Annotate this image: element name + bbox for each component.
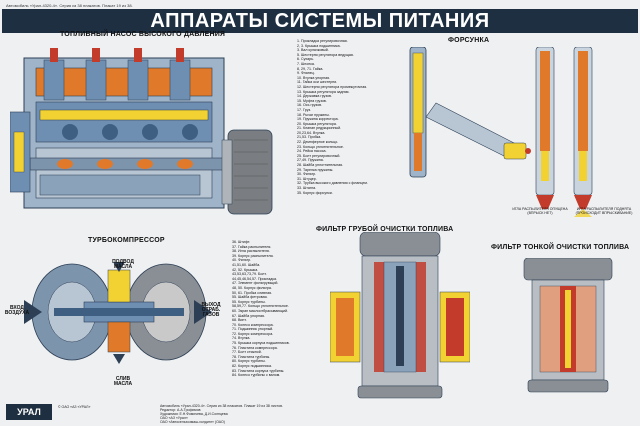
legend-item: 1. Прокладка регулировочная. [297,39,348,43]
legend-item: 20,23,64. Втулка. [297,130,326,135]
legend-item: 60. Экран маслоотбрасывающий. [232,308,289,313]
legend-bottom: 36. Штифт.37. Гайка распылителя.38. Игла… [232,240,290,378]
legend-item: Автомобиль «Урал-4320-4». Серия из 38 пл… [160,404,283,408]
legend-item: 28. Шайба уплотнительная. [297,163,344,168]
legend-item: 55. Шайба фетровая. [232,295,268,300]
fine-filter-illustration [523,258,613,393]
section-title-pump: ТОПЛИВНЫЙ НАСОС ВЫСОКОГО ДАВЛЕНИЯ [60,31,226,38]
header-note: Автомобиль «Урал-4320-4». Серия из 38 пл… [6,3,133,8]
legend-item: 78. Пластина турбины. [232,354,271,359]
legend-item: 47. Элемент фильтрующий. [232,281,279,286]
legend-item: 42, 52. Крышка. [232,267,259,272]
legend-item: 17. Груз. [297,107,312,112]
injector-caption-left: ИГЛА РАСПЫЛИТЕЛЯ ОПУЩЕНА (ВПРЫСК НЕТ) [512,207,568,215]
legend-item: 77. Болт стяжной. [232,350,262,355]
fuel-pump-illustration [10,48,273,215]
legend-item: 15. Муфта грузов. [297,98,327,103]
legend-item: 5. Шестерня регулятора ведущая. [297,52,354,57]
title-banner [2,9,638,33]
legend-item: 82. Корпус подшипника. [232,364,273,369]
legend-item: 25. Болт регулировочный. [297,153,341,158]
legend-item: 68. Винт. [232,318,247,323]
legend-item: 21,53. Пробка. [297,135,322,140]
legend-item: 67. Шайба упорная. [232,313,265,318]
legend-item: 18. Рычаг пружины. [297,112,330,117]
legend-item: 39. Корпус распылителя. [232,253,274,258]
legend-item: 19. Пружина корректора. [297,117,339,122]
legend-item: 74. Втулка. [232,336,251,341]
legend-item: 29. Тарелка пружины. [297,167,334,172]
legend-item: Художники: Е.Н.Фомичева, Д.И.Солнцева [160,412,228,416]
poster-title: АППАРАТЫ СИСТЕМЫ ПИТАНИЯ [150,10,490,32]
legend-item: 55. Корпус турбины. [232,299,266,304]
section-title-injector: ФОРСУНКА [448,37,490,44]
legend-item: 44,45,46,54,57. Прокладка. [232,276,278,281]
legend-item: 70. Колесо компрессора. [232,322,274,327]
footer-logo: УРАЛ [6,404,52,420]
legend-item: 35. Корпус форсунки. [297,190,333,195]
legend-item: 83. Пластина корпуса турбины. [232,368,285,373]
label-oil-in: ПОДВОД МАСЛА [112,259,134,270]
legend-item: 33. Штанга. [297,186,317,190]
legend-item: 36. Штифт. [232,240,251,244]
legend-item: 23. Кольцо уплотнительное. [297,144,344,149]
legend-item: 41,51,60. Шайба. [232,262,261,267]
legend-item: 22. Демпферное кольцо. [297,140,339,145]
legend-item: ОАО «Автосельхозмаш-холдинг» (ОАО) [160,420,225,424]
legend-item: 38. Игла распылителя. [232,249,270,254]
footer-copyright: © ОАО «АЗ «УРАЛ» [58,405,91,409]
legend-item: 48, 50. Корпус фильтра. [232,285,272,290]
section-title-coarse-filter: ФИЛЬТР ГРУБОЙ ОЧИСТКИ ТОПЛИВА [316,226,454,233]
label-air-in: ВХОД ВОЗДУХА [4,305,30,316]
legend-item: 50, 61. Пробка сливная. [232,290,273,295]
legend-item: 6. Сухарь. [297,57,315,62]
legend-item: 71. Подшипник упорный. [232,327,274,332]
legend-item: 30. Фильтр. [297,172,317,177]
legend-item: 14. Державка грузов. [297,94,332,99]
legend-item: 40. Фильтр. [232,258,252,263]
legend-item: 75. Крышка корпуса подшипников. [232,341,290,346]
legend-item: Редактор: А.А.Трофимов [160,408,201,412]
legend-item: 58,59,77. Кольцо уплотнительное. [232,304,289,309]
legend-item: 37. Гайка распылителя. [232,244,272,249]
legend-item: 3. Вал кулачковый. [297,48,329,53]
footer-credits: Автомобиль «Урал-4320-4». Серия из 38 пл… [160,404,283,424]
legend-item: 10. Втулка упорная. [297,75,331,80]
legend-item: 43,53,63,73,79. Болт. [232,272,267,277]
legend-item: 8, 29, 71. Гайка. [297,66,324,71]
label-exhaust-out: ВЫХОД ОТРАБ. ГАЗОВ [201,302,221,318]
label-oil-out: СЛИВ МАСЛА [113,376,133,387]
legend-item: 21. Клапан редукционный. [297,126,342,131]
legend-item: 76. Пластина компрессора. [232,345,278,350]
injector-illustration [409,47,593,217]
legend-item: 80. Корпус турбины. [232,359,266,364]
turbocharger-illustration [24,262,212,364]
legend-item: 31. Штуцер. [297,176,317,181]
legend-item: 32. Трубка высокого давления с фланцем. [297,181,368,186]
legend-item: 27,49. Пружина. [297,158,324,163]
section-title-turbo: ТУРБОКОМПРЕССОР [88,237,165,244]
legend-item: 2, 3. Крышка подшипника. [297,43,341,48]
legend-item: 20. Крышка регулятора. [297,121,337,126]
legend-item: 72. Корпус компрессора. [232,331,274,336]
section-title-fine-filter: ФИЛЬТР ТОНКОЙ ОЧИСТКИ ТОПЛИВА [491,244,630,251]
legend-item: ОАО «АЗ «Урал» [160,416,188,420]
injector-caption-right: ИГЛА РАСПЫЛИТЕЛЯ ПОДНЯТА (ПРОИСХОДИТ ВПР… [575,207,633,215]
legend-item: 12. Шестерня регулятора промежуточная. [297,84,368,89]
legend-item: 9. Фланец. [297,71,315,76]
coarse-filter-illustration [330,232,470,399]
legend-item: 24. Рейка насоса. [297,149,327,154]
legend-top: 1. Прокладка регулировочная.2, 3. Крышка… [297,39,368,195]
legend-item: 7. Шпонка. [297,61,315,66]
legend-item: 13. Крышка регулятора задняя. [297,89,350,94]
legend-item: 16. Ось грузов. [297,103,323,108]
legend-item: 84. Колесо турбины с валом. [232,373,281,378]
legend-item: 11. Гайка оси шестерни. [297,80,338,85]
